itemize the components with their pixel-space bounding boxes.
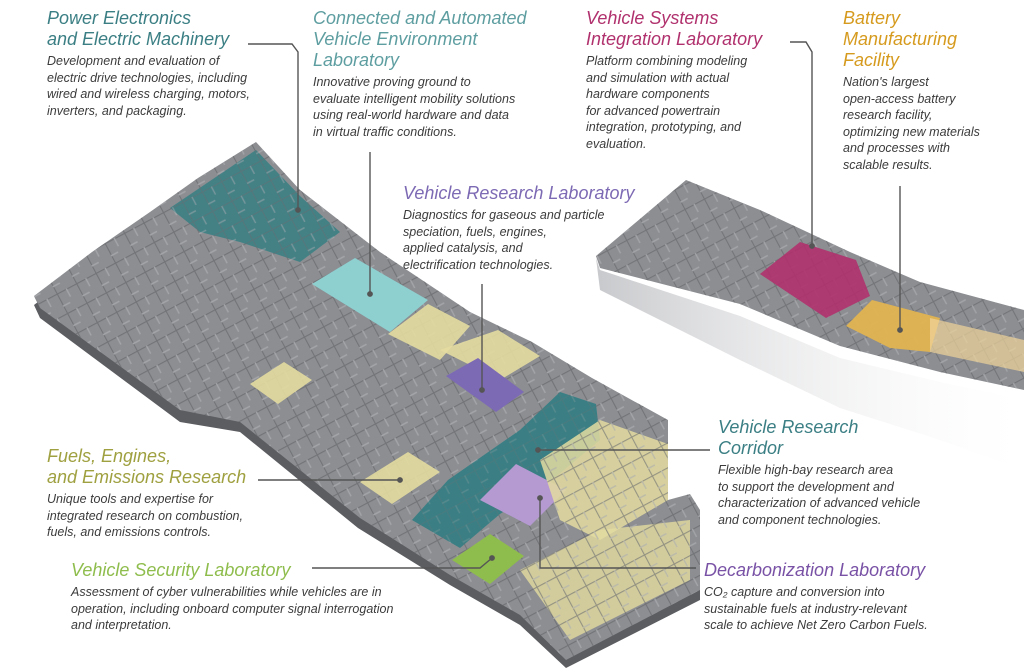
callout-text-line: optimizing new materials <box>843 124 980 139</box>
callout-vrl: Vehicle Research Laboratory Diagnostics … <box>403 183 663 273</box>
callout-description: CO₂ capture and conversion into sustaina… <box>704 584 1004 634</box>
zone-battery <box>846 300 940 352</box>
callout-text-line: electric drive technologies, including <box>47 70 248 85</box>
callout-text-line: Vehicle Research Laboratory <box>403 183 635 203</box>
callout-text-line: Platform combining modeling <box>586 54 748 68</box>
callout-text-line: Power Electronics <box>47 8 192 28</box>
callout-text-line: Integration Laboratory <box>586 29 763 49</box>
callout-title: Vehicle Research Corridor <box>718 417 978 459</box>
callout-text-line: Development and evaluation of <box>47 54 220 68</box>
callout-text-line: Facility <box>843 50 900 70</box>
callout-text-line: operation, including onboard computer si… <box>71 601 394 616</box>
callout-text-line: inverters, and packaging. <box>47 103 187 118</box>
right-building-edge <box>596 258 1024 470</box>
callout-text-line: Nation's largest <box>843 75 929 89</box>
callout-battery: Battery Manufacturing Facility Nation's … <box>843 8 1021 173</box>
callout-text-line: fuels, and emissions controls. <box>47 525 211 539</box>
zone-decarb <box>480 464 566 526</box>
callout-power-electronics: Power Electronics and Electric Machinery… <box>47 8 297 119</box>
zone-battery-fade <box>930 318 1024 372</box>
callout-text-line: Flexible high-bay research area <box>718 463 894 477</box>
callout-title: Vehicle Research Laboratory <box>403 183 663 204</box>
callout-text-line: Vehicle Environment <box>313 29 478 49</box>
callout-description: Unique tools and expertise for integrate… <box>47 491 297 541</box>
callout-text-line: and simulation with actual <box>586 70 730 85</box>
callout-text-line: and Emissions Research <box>47 467 247 487</box>
callout-text-line: scale to achieve Net Zero Carbon Fuels. <box>704 618 928 632</box>
callout-text-line: integrated research on combustion, <box>47 508 243 523</box>
callout-text-line: scalable results. <box>843 157 933 172</box>
callout-fuels: Fuels, Engines, and Emissions Research U… <box>47 446 297 541</box>
callout-text-line: and component technologies. <box>718 512 882 527</box>
callout-text-line: and processes with <box>843 141 951 155</box>
callout-text-line: evaluate intelligent mobility solutions <box>313 91 516 106</box>
callout-title: Decarbonization Laboratory <box>704 560 1004 581</box>
callout-text-line: open-access battery <box>843 91 956 106</box>
leader-lines <box>248 41 903 569</box>
callout-description: Development and evaluation of electric d… <box>47 53 297 119</box>
callout-title: Battery Manufacturing Facility <box>843 8 1021 71</box>
callout-decarb: Decarbonization Laboratory CO₂ capture a… <box>704 560 1004 634</box>
callout-text-line: evaluation. <box>586 136 647 151</box>
callout-text-line: Corridor <box>718 438 784 458</box>
callout-text-line: integration, prototyping, and <box>586 120 741 134</box>
callout-cave: Connected and Automated Vehicle Environm… <box>313 8 573 140</box>
callout-text-line: Vehicle Security Laboratory <box>71 560 291 580</box>
callout-text-line: Connected and Automated <box>313 8 527 28</box>
callout-text-line: in virtual traffic conditions. <box>313 124 457 139</box>
leader-power <box>248 43 299 208</box>
callout-text-line: hardware components <box>586 87 710 101</box>
callout-text-line: Vehicle Systems <box>586 8 719 28</box>
callout-text-line: sustainable fuels at industry-relevant <box>704 601 907 616</box>
callout-text-line: electrification technologies. <box>403 257 554 272</box>
callout-title: Vehicle Security Laboratory <box>71 560 471 581</box>
callout-security: Vehicle Security Laboratory Assessment o… <box>71 560 471 634</box>
leader-vsi <box>790 41 813 244</box>
callout-text-line: applied catalysis, and <box>403 241 523 255</box>
leader-decarb <box>539 500 696 569</box>
callout-text-line: Diagnostics for gaseous and particle <box>403 208 605 222</box>
callout-text-line: CO₂ capture and conversion into <box>704 585 885 599</box>
callout-text-line: for advanced powertrain <box>586 103 721 118</box>
zone-vrl <box>446 358 524 412</box>
callout-description: Diagnostics for gaseous and particle spe… <box>403 207 663 273</box>
callout-text-line: Assessment of cyber vulnerabilities whil… <box>71 585 382 599</box>
callout-text-line: Laboratory <box>313 50 400 70</box>
callout-description: Flexible high-bay research area to suppo… <box>718 462 978 528</box>
zone-fuels-1 <box>388 304 470 360</box>
callout-description: Assessment of cyber vulnerabilities whil… <box>71 584 471 634</box>
callout-title: Power Electronics and Electric Machinery <box>47 8 297 50</box>
callout-description: Platform combining modeling and simulati… <box>586 53 806 152</box>
zone-fuels-2 <box>250 362 312 404</box>
callout-text-line: Decarbonization Laboratory <box>704 560 926 580</box>
callout-text-line: and Electric Machinery <box>47 29 230 49</box>
callout-description: Nation's largest open-access battery res… <box>843 74 1021 173</box>
callout-text-line: wired and wireless charging, motors, <box>47 87 250 101</box>
callout-text-line: Vehicle Research <box>718 417 859 437</box>
callout-text-line: using real-world hardware and data <box>313 108 509 122</box>
main-building-walls <box>34 142 700 660</box>
callout-vsi: Vehicle Systems Integration Laboratory P… <box>586 8 806 152</box>
callout-title: Connected and Automated Vehicle Environm… <box>313 8 573 71</box>
callout-text-line: Innovative proving ground to <box>313 75 471 89</box>
callout-text-line: Manufacturing <box>843 29 958 49</box>
callout-text-line: speciation, fuels, engines, <box>403 224 547 239</box>
callout-text-line: to support the development and <box>718 479 894 494</box>
zone-vsi <box>760 242 870 318</box>
callout-text-line: research facility, <box>843 108 933 122</box>
callout-title: Vehicle Systems Integration Laboratory <box>586 8 806 50</box>
zone-fuels-4 <box>440 330 540 380</box>
zone-security <box>452 534 524 584</box>
callout-text-line: characterization of advanced vehicle <box>718 496 921 510</box>
callout-text-line: and interpretation. <box>71 618 172 632</box>
callout-text-line: Fuels, Engines, <box>47 446 172 466</box>
callout-title: Fuels, Engines, and Emissions Research <box>47 446 297 488</box>
callout-text-line: Unique tools and expertise for <box>47 492 214 506</box>
callout-description: Innovative proving ground to evaluate in… <box>313 74 573 140</box>
callout-corridor: Vehicle Research Corridor Flexible high-… <box>718 417 978 528</box>
callout-text-line: Battery <box>843 8 901 28</box>
leader-security <box>312 557 493 569</box>
